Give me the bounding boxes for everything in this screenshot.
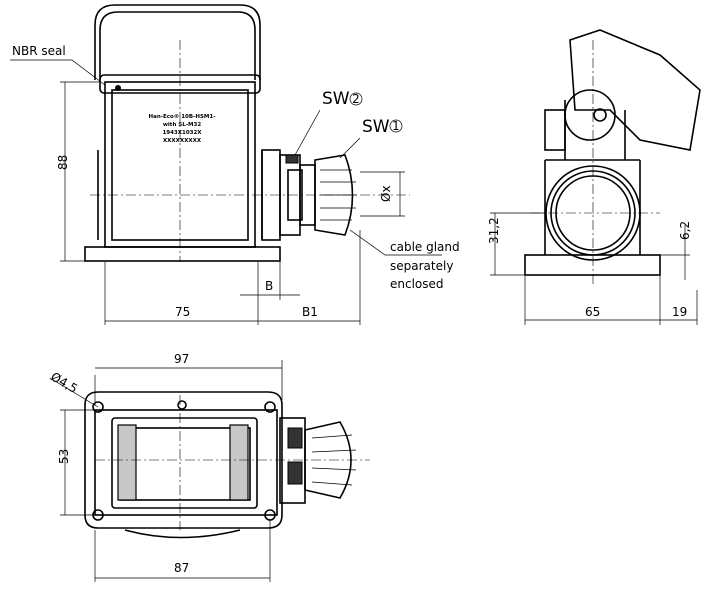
sw1-label: SW <box>362 117 390 137</box>
dim-top-width: 97 <box>174 352 189 366</box>
top-view <box>84 391 370 539</box>
cable-gland-label-3: enclosed <box>390 277 444 291</box>
dim-b: B <box>265 279 273 293</box>
cable-gland-label-2: separately <box>390 259 453 273</box>
dim-height-88: 88 <box>56 155 70 170</box>
dim-b1: B1 <box>302 305 318 319</box>
dim-bottom-width: 87 <box>174 561 189 575</box>
dim-top-height: 53 <box>57 449 71 464</box>
sw1-number: 1 <box>392 119 400 133</box>
dim-side-small: 6,2 <box>678 221 692 240</box>
dim-side-offset: 19 <box>672 305 687 319</box>
dim-width-75: 75 <box>175 305 190 319</box>
cable-gland-label-1: cable gland <box>390 240 460 254</box>
product-label-line-4: XXXXXXXXX <box>163 138 202 144</box>
hole-diameter-label: Ø4,5 <box>48 370 80 396</box>
front-view <box>84 4 410 262</box>
dim-side-height: 31,2 <box>487 217 501 244</box>
sw2-number: 2 <box>352 92 360 106</box>
nbr-seal-label: NBR seal <box>12 44 66 58</box>
product-label-line-1: Han-Eco® 10B-HSM1- <box>149 114 216 120</box>
sw2-label: SW <box>322 89 350 109</box>
dim-side-width: 65 <box>585 305 600 319</box>
diameter-x-label: Øx <box>379 185 393 202</box>
product-label-line-2: with SL-M32 <box>163 122 201 128</box>
product-label-line-3: 1943X1032X <box>162 130 202 136</box>
side-view <box>524 29 701 285</box>
